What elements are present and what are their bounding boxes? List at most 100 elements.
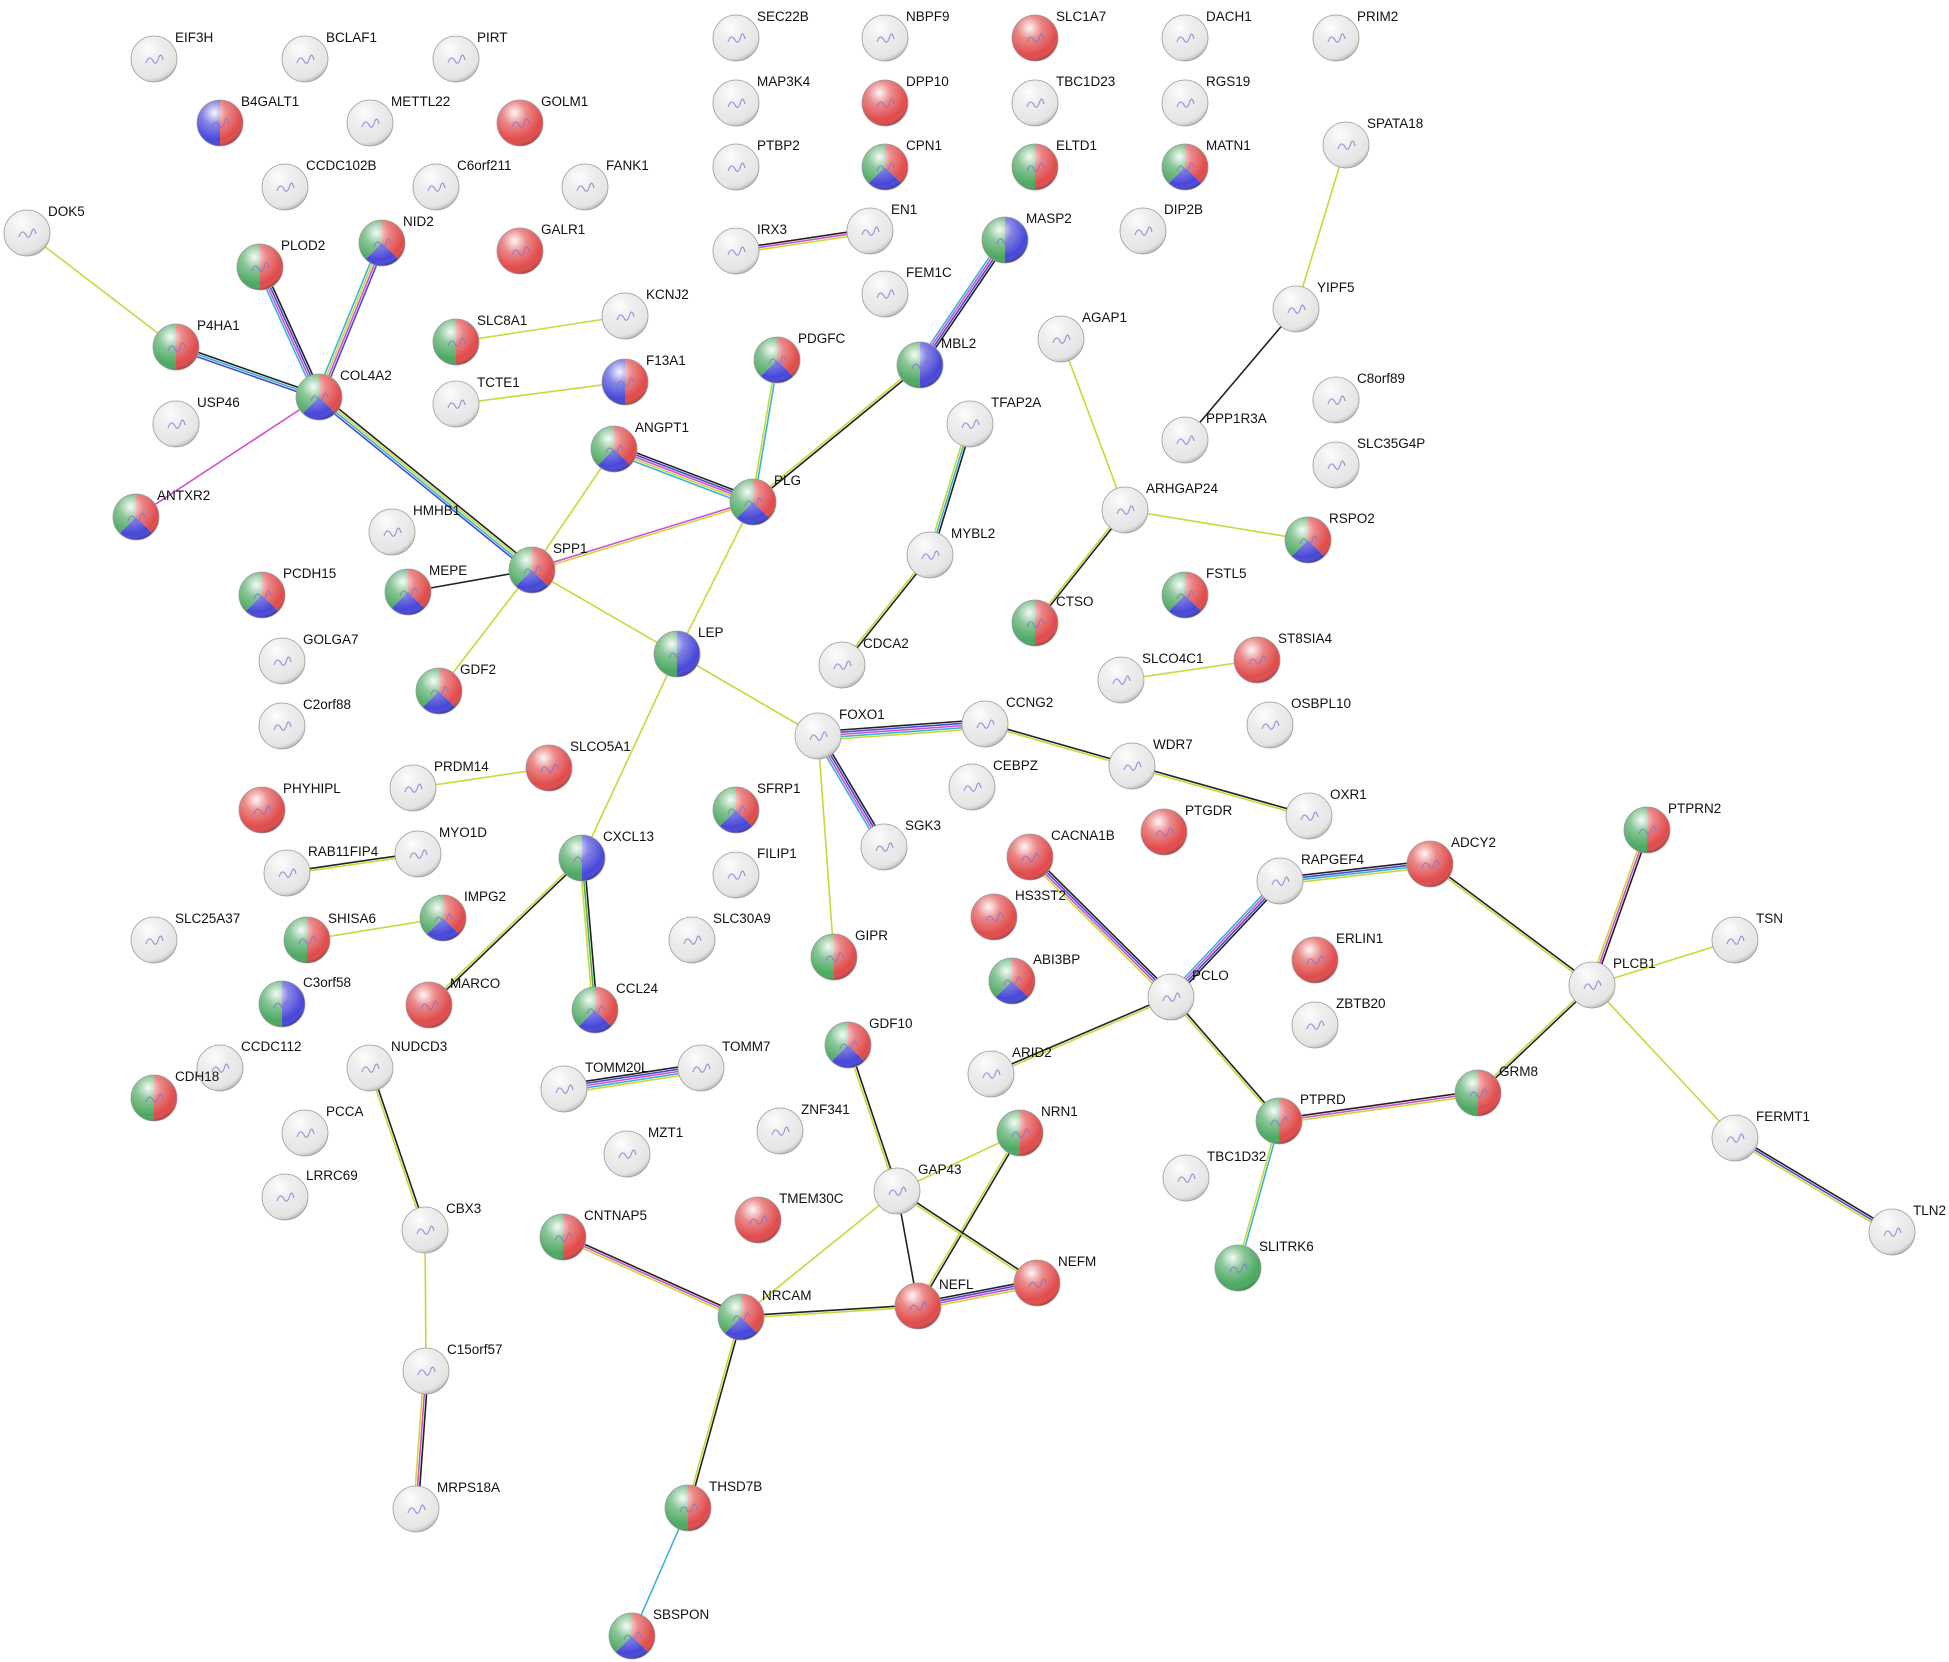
node-agap1[interactable]: AGAP1 xyxy=(1037,310,1127,363)
node-tbc1d23[interactable]: TBC1D23 xyxy=(1011,74,1115,127)
node-oxr1[interactable]: OXR1 xyxy=(1285,787,1367,840)
node-arhgap24[interactable]: ARHGAP24 xyxy=(1101,481,1219,534)
node-tomm20l[interactable]: TOMM20L xyxy=(540,1060,649,1113)
node-eltd1[interactable]: ELTD1 xyxy=(1011,138,1097,191)
node-col4a2[interactable]: COL4A2 xyxy=(295,368,392,421)
node-fem1c[interactable]: FEM1C xyxy=(861,265,952,318)
node-spp1[interactable]: SPP1 xyxy=(508,541,588,594)
node-slco4c1[interactable]: SLCO4C1 xyxy=(1097,651,1204,704)
node-ccl24[interactable]: CCL24 xyxy=(571,981,659,1034)
node-mrps18a[interactable]: MRPS18A xyxy=(392,1480,500,1533)
node-golm1[interactable]: GOLM1 xyxy=(496,94,588,147)
node-matn1[interactable]: MATN1 xyxy=(1161,138,1251,191)
node-antxr2[interactable]: ANTXR2 xyxy=(112,488,210,541)
node-ctso[interactable]: CTSO xyxy=(1011,594,1094,647)
node-arid2[interactable]: ARID2 xyxy=(967,1045,1052,1098)
node-cebpz[interactable]: CEBPZ xyxy=(948,758,1038,811)
node-prim2[interactable]: PRIM2 xyxy=(1312,9,1398,62)
node-b4galt1[interactable]: B4GALT1 xyxy=(196,94,299,147)
node-ptbp2[interactable]: PTBP2 xyxy=(712,138,800,191)
node-tmem30c[interactable]: TMEM30C xyxy=(734,1191,844,1244)
node-pcdh15[interactable]: PCDH15 xyxy=(238,566,336,619)
node-cpn1[interactable]: CPN1 xyxy=(861,138,942,191)
node-c15orf57[interactable]: C15orf57 xyxy=(402,1342,503,1395)
node-ppp1r3a[interactable]: PPP1R3A xyxy=(1161,411,1267,464)
node-shisa6[interactable]: SHISA6 xyxy=(283,911,376,964)
node-ptprd[interactable]: PTPRD xyxy=(1255,1092,1346,1145)
node-nefm[interactable]: NEFM xyxy=(1013,1254,1096,1307)
node-abi3bp[interactable]: ABI3BP xyxy=(988,952,1080,1005)
node-rspo2[interactable]: RSPO2 xyxy=(1284,511,1375,564)
node-lep[interactable]: LEP xyxy=(653,625,724,678)
node-rapgef4[interactable]: RAPGEF4 xyxy=(1256,852,1365,905)
node-rgs19[interactable]: RGS19 xyxy=(1161,74,1250,127)
node-cdca2[interactable]: CDCA2 xyxy=(818,636,909,689)
node-tomm7[interactable]: TOMM7 xyxy=(677,1039,771,1092)
node-wdr7[interactable]: WDR7 xyxy=(1108,737,1193,790)
node-nid2[interactable]: NID2 xyxy=(358,214,434,267)
node-eif3h[interactable]: EIF3H xyxy=(130,30,213,83)
node-ccdc112[interactable]: CCDC112 xyxy=(196,1039,302,1092)
node-plod2[interactable]: PLOD2 xyxy=(236,238,325,291)
node-cacna1b[interactable]: CACNA1B xyxy=(1006,828,1115,881)
node-pirt[interactable]: PIRT xyxy=(432,30,508,83)
node-filip1[interactable]: FILIP1 xyxy=(712,846,797,899)
node-sgk3[interactable]: SGK3 xyxy=(860,818,941,871)
node-myo1d[interactable]: MYO1D xyxy=(394,825,487,878)
node-impg2[interactable]: IMPG2 xyxy=(419,889,506,942)
node-pdgfc[interactable]: PDGFC xyxy=(753,331,846,384)
node-plcb1[interactable]: PLCB1 xyxy=(1568,956,1656,1009)
node-slco5a1[interactable]: SLCO5A1 xyxy=(525,739,631,792)
node-sfrp1[interactable]: SFRP1 xyxy=(712,781,801,834)
node-plg[interactable]: PLG xyxy=(729,473,801,526)
node-masp2[interactable]: MASP2 xyxy=(981,211,1072,264)
node-pclo[interactable]: PCLO xyxy=(1147,968,1229,1021)
node-foxo1[interactable]: FOXO1 xyxy=(794,707,885,760)
node-cdh18[interactable]: CDH18 xyxy=(130,1069,219,1122)
node-tfap2a[interactable]: TFAP2A xyxy=(946,395,1041,448)
node-usp46[interactable]: USP46 xyxy=(152,395,240,448)
node-mbl2[interactable]: MBL2 xyxy=(896,336,976,389)
node-marco[interactable]: MARCO xyxy=(405,976,500,1029)
node-ptgdr[interactable]: PTGDR xyxy=(1140,803,1233,856)
node-lrrc69[interactable]: LRRC69 xyxy=(261,1168,358,1221)
node-mybl2[interactable]: MYBL2 xyxy=(906,526,995,579)
node-fstl5[interactable]: FSTL5 xyxy=(1161,566,1247,619)
node-nefl[interactable]: NEFL xyxy=(894,1277,974,1330)
node-zbtb20[interactable]: ZBTB20 xyxy=(1291,996,1386,1049)
node-slc8a1[interactable]: SLC8A1 xyxy=(432,313,527,366)
node-nrcam[interactable]: NRCAM xyxy=(717,1288,812,1341)
node-tcte1[interactable]: TCTE1 xyxy=(432,375,520,428)
node-sbspon[interactable]: SBSPON xyxy=(608,1607,709,1660)
node-c8orf89[interactable]: C8orf89 xyxy=(1312,371,1405,424)
node-gdf2[interactable]: GDF2 xyxy=(415,662,496,715)
node-nrn1[interactable]: NRN1 xyxy=(996,1104,1078,1157)
node-erlin1[interactable]: ERLIN1 xyxy=(1291,931,1383,984)
node-thsd7b[interactable]: THSD7B xyxy=(664,1479,762,1532)
node-slc25a37[interactable]: SLC25A37 xyxy=(130,911,240,964)
node-dok5[interactable]: DOK5 xyxy=(3,204,85,257)
node-f13a1[interactable]: F13A1 xyxy=(601,353,686,406)
node-ccdc102b[interactable]: CCDC102B xyxy=(261,158,377,211)
node-gdf10[interactable]: GDF10 xyxy=(824,1016,913,1069)
node-cbx3[interactable]: CBX3 xyxy=(401,1201,481,1254)
node-ccng2[interactable]: CCNG2 xyxy=(961,695,1053,748)
node-hs3st2[interactable]: HS3ST2 xyxy=(970,888,1066,941)
node-slc30a9[interactable]: SLC30A9 xyxy=(668,911,771,964)
node-galr1[interactable]: GALR1 xyxy=(496,222,585,275)
node-slc35g4p[interactable]: SLC35G4P xyxy=(1312,436,1425,489)
node-c3orf58[interactable]: C3orf58 xyxy=(258,975,351,1028)
node-nudcd3[interactable]: NUDCD3 xyxy=(346,1039,447,1092)
node-st8sia4[interactable]: ST8SIA4 xyxy=(1233,631,1333,684)
node-dach1[interactable]: DACH1 xyxy=(1161,9,1252,62)
node-adcy2[interactable]: ADCY2 xyxy=(1406,835,1496,888)
node-slitrk6[interactable]: SLITRK6 xyxy=(1214,1239,1314,1292)
node-mepe[interactable]: MEPE xyxy=(384,563,467,616)
node-c6orf211[interactable]: C6orf211 xyxy=(412,158,512,211)
node-mettl22[interactable]: METTL22 xyxy=(346,94,450,147)
node-p4ha1[interactable]: P4HA1 xyxy=(152,318,240,371)
node-dip2b[interactable]: DIP2B xyxy=(1119,202,1203,255)
node-gipr[interactable]: GIPR xyxy=(810,928,888,981)
node-c2orf88[interactable]: C2orf88 xyxy=(258,697,351,750)
node-prdm14[interactable]: PRDM14 xyxy=(389,759,489,812)
